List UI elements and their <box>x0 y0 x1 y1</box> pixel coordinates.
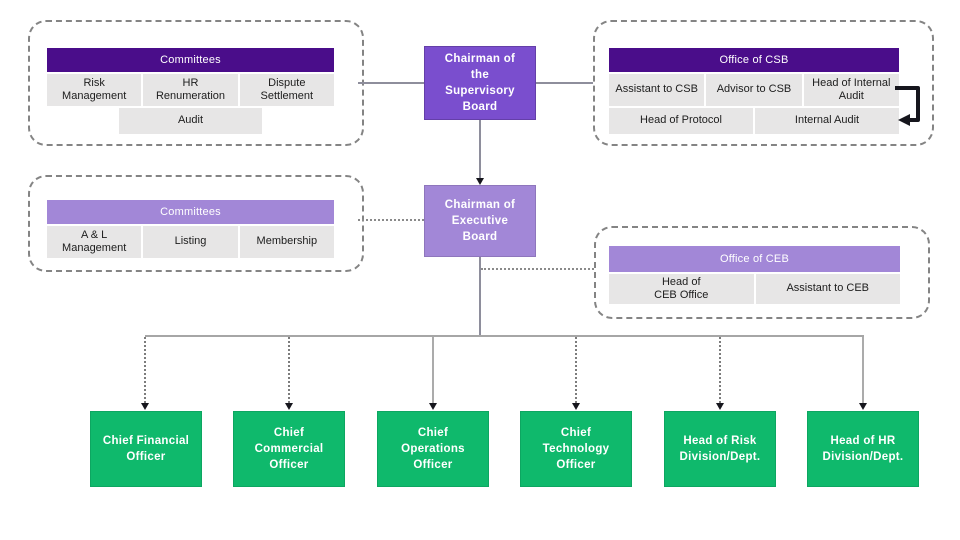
drop-line-hr <box>862 337 864 403</box>
group-committees-executive: Committees A & L Management Listing Memb… <box>28 175 364 272</box>
office-csb-row-2: Head of Protocol Internal Audit <box>609 108 899 134</box>
arrowhead-cto <box>572 403 580 410</box>
connector-executive-to-committees-dotted <box>358 219 424 221</box>
cell-head-of-internal-audit: Head of Internal Audit <box>803 74 899 106</box>
connector-executive-to-bus <box>479 257 481 336</box>
drop-line-cco <box>288 337 290 403</box>
node-chief-commercial-officer: Chief Commercial Officer <box>233 411 345 487</box>
cell-al-management: A & L Management <box>47 226 142 258</box>
arrowhead-hr <box>859 403 867 410</box>
office-csb-header: Office of CSB <box>609 48 899 72</box>
cell-advisor-to-csb: Advisor to CSB <box>706 74 802 106</box>
node-head-of-hr-division: Head of HR Division/Dept. <box>807 411 919 487</box>
cell-risk-management: Risk Management <box>47 74 142 106</box>
node-head-of-risk-division: Head of Risk Division/Dept. <box>664 411 776 487</box>
cell-hr-renumeration: HR Renumeration <box>143 74 238 106</box>
connector-supervisory-to-executive <box>479 120 481 178</box>
drop-line-cfo <box>144 337 146 403</box>
group-office-csb: Office of CSB Assistant to CSB Advisor t… <box>593 20 934 146</box>
elbow-arrow-internal-audit <box>895 86 920 126</box>
cell-audit: Audit <box>119 108 262 134</box>
arrowhead-risk <box>716 403 724 410</box>
connector-executive-to-office-ceb-dotted <box>481 268 594 270</box>
node-chief-technology-officer: Chief Technology Officer <box>520 411 632 487</box>
arrowhead-cco <box>285 403 293 410</box>
group-committees-supervisory: Committees Risk Management HR Renumerati… <box>28 20 364 146</box>
cell-listing: Listing <box>143 226 238 258</box>
cell-head-of-protocol: Head of Protocol <box>609 108 753 134</box>
connector-horizontal-bus <box>145 335 864 337</box>
group-office-ceb: Office of CEB Head of CEB Office Assista… <box>594 226 930 319</box>
committees-executive-row: A & L Management Listing Membership <box>47 226 334 258</box>
office-csb-row-1: Assistant to CSB Advisor to CSB Head of … <box>609 74 899 106</box>
drop-line-cto <box>575 337 577 403</box>
node-chairman-supervisory-board: Chairman of the Supervisory Board <box>424 46 536 120</box>
office-ceb-header: Office of CEB <box>609 246 900 272</box>
cell-assistant-to-ceb: Assistant to CEB <box>755 274 900 304</box>
connector-supervisory-to-office-csb <box>536 82 593 84</box>
node-chief-operations-officer: Chief Operations Officer <box>377 411 489 487</box>
cell-assistant-to-csb: Assistant to CSB <box>609 74 705 106</box>
drop-line-risk <box>719 337 721 403</box>
drop-line-coo <box>432 337 434 403</box>
office-ceb-row: Head of CEB Office Assistant to CEB <box>609 274 900 304</box>
committees-supervisory-header: Committees <box>47 48 334 72</box>
arrowhead-cfo <box>141 403 149 410</box>
cell-dispute-settlement: Dispute Settlement <box>239 74 334 106</box>
cell-head-of-ceb-office: Head of CEB Office <box>609 274 754 304</box>
connector-supervisory-to-committees <box>358 82 424 84</box>
node-chief-financial-officer: Chief Financial Officer <box>90 411 202 487</box>
cell-membership: Membership <box>239 226 334 258</box>
cell-internal-audit: Internal Audit <box>755 108 899 134</box>
node-chairman-executive-board: Chairman of Executive Board <box>424 185 536 257</box>
committees-supervisory-row: Risk Management HR Renumeration Dispute … <box>47 74 334 106</box>
arrowhead-executive-board <box>476 178 484 185</box>
arrowhead-coo <box>429 403 437 410</box>
committees-executive-header: Committees <box>47 200 334 224</box>
